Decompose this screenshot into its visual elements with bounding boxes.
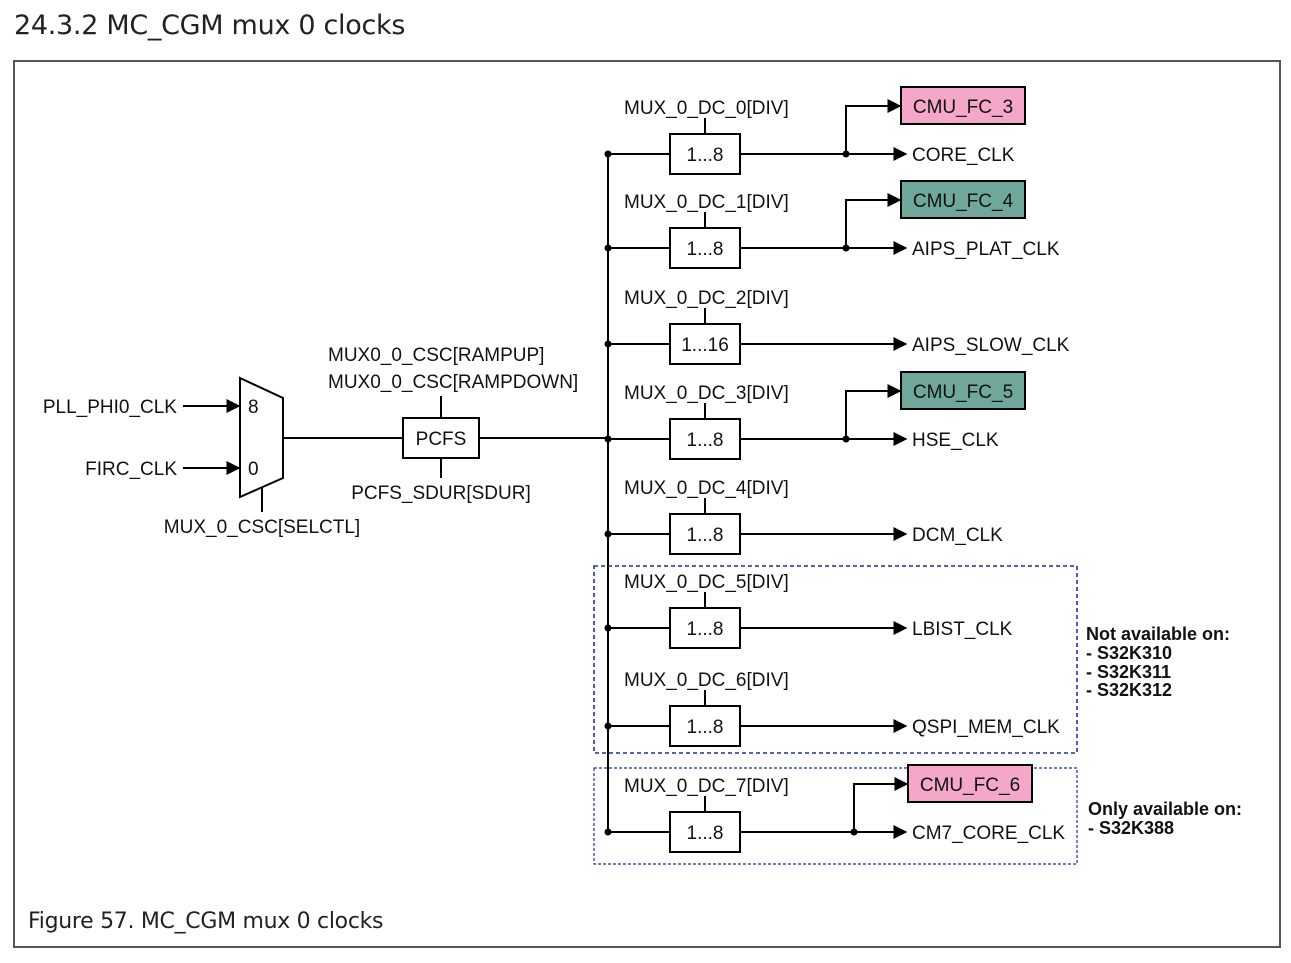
- divider-control-label: MUX_0_DC_2[DIV]: [624, 288, 789, 309]
- divider-range: 1...8: [687, 619, 724, 640]
- note-line: - S32K310: [1086, 643, 1172, 663]
- divider-row: 1...8 MUX_0_DC_7[DIV] CM7_CORE_CLK CMU_FC_6: [604, 764, 1065, 853]
- mux-input-label: FIRC_CLK: [85, 459, 177, 480]
- output-clock-label: HSE_CLK: [912, 430, 999, 451]
- region-only-available: [593, 767, 1078, 865]
- pcfs-sdur-label: PCFS_SDUR[SDUR]: [351, 483, 530, 504]
- divider-range: 1...8: [687, 525, 724, 546]
- divider-range: 1...16: [681, 335, 729, 356]
- figure-caption: Figure 57. MC_CGM mux 0 clocks: [28, 909, 384, 934]
- note-line: Only available on:: [1088, 799, 1242, 819]
- note-line: - S32K311: [1086, 662, 1171, 682]
- divider-block: [669, 513, 741, 555]
- divider-range: 1...8: [687, 430, 724, 451]
- cmu-monitor-block: [900, 180, 1026, 219]
- mux-input-label: PLL_PHI0_CLK: [43, 397, 177, 418]
- mux-pin-label: 8: [248, 397, 259, 418]
- divider-control-label: MUX_0_DC_4[DIV]: [624, 478, 789, 499]
- divider-control-label: MUX_0_DC_7[DIV]: [624, 776, 789, 797]
- divider-row: 1...8 MUX_0_DC_0[DIV] CORE_CLK CMU_FC_3: [604, 86, 1026, 175]
- divider-range: 1...8: [687, 145, 724, 166]
- divider-block: [669, 133, 741, 175]
- output-clock-label: QSPI_MEM_CLK: [912, 717, 1060, 738]
- only-available-note: Only available on: - S32K388: [1088, 799, 1242, 838]
- output-clock-label: AIPS_PLAT_CLK: [912, 239, 1060, 260]
- cmu-monitor-label: CMU_FC_4: [913, 191, 1014, 212]
- divider-range: 1...8: [687, 823, 724, 844]
- divider-block: [669, 323, 741, 365]
- region-not-available: [593, 565, 1078, 754]
- output-clock-label: CORE_CLK: [912, 145, 1015, 166]
- divider-range: 1...8: [687, 239, 724, 260]
- divider-row: 1...8 MUX_0_DC_5[DIV] LBIST_CLK: [604, 572, 1013, 649]
- divider-control-label: MUX_0_DC_5[DIV]: [624, 572, 789, 593]
- pcfs-rampdown-label: MUX0_0_CSC[RAMPDOWN]: [328, 372, 578, 393]
- mux-select-label: MUX_0_CSC[SELCTL]: [164, 517, 360, 538]
- pcfs-label: PCFS: [416, 429, 467, 450]
- divider-row: 1...8 MUX_0_DC_1[DIV] AIPS_PLAT_CLK CMU_FC_…: [604, 180, 1060, 269]
- output-clock-label: AIPS_SLOW_CLK: [912, 335, 1070, 356]
- output-clock-label: DCM_CLK: [912, 525, 1003, 546]
- section-title: 24.3.2 MC_CGM mux 0 clocks: [14, 10, 406, 41]
- pcfs-rampup-label: MUX0_0_CSC[RAMPUP]: [328, 345, 544, 366]
- divider-row: 1...8 MUX_0_DC_6[DIV] QSPI_MEM_CLK: [604, 670, 1060, 747]
- cmu-monitor-label: CMU_FC_5: [913, 382, 1013, 403]
- divider-block: [669, 705, 741, 747]
- divider-row: 1...8 MUX_0_DC_3[DIV] HSE_CLK CMU_FC_5: [604, 371, 1026, 460]
- divider-range: 1...8: [687, 717, 724, 738]
- note-line: - S32K312: [1086, 680, 1172, 700]
- divider-control-label: MUX_0_DC_3[DIV]: [624, 383, 789, 404]
- cmu-monitor-block: [900, 86, 1026, 125]
- cmu-monitor-label: CMU_FC_3: [913, 97, 1013, 118]
- cmu-monitor-block: [907, 764, 1033, 803]
- figure-frame: [13, 60, 1281, 948]
- note-line: Not available on:: [1086, 624, 1230, 644]
- note-line: - S32K388: [1088, 818, 1174, 838]
- mux-pin-label: 0: [248, 459, 259, 480]
- not-available-note: Not available on: - S32K310 - S32K311 - …: [1086, 624, 1230, 700]
- divider-control-label: MUX_0_DC_0[DIV]: [624, 98, 789, 119]
- output-clock-label: LBIST_CLK: [912, 619, 1013, 640]
- divider-control-label: MUX_0_DC_6[DIV]: [624, 670, 789, 691]
- cmu-monitor-label: CMU_FC_6: [920, 775, 1020, 796]
- output-clock-label: CM7_CORE_CLK: [912, 823, 1065, 844]
- cmu-monitor-block: [900, 371, 1026, 410]
- divider-row: 1...16 MUX_0_DC_2[DIV] AIPS_SLOW_CLK: [604, 288, 1070, 365]
- divider-control-label: MUX_0_DC_1[DIV]: [624, 192, 789, 213]
- divider-row: 1...8 MUX_0_DC_4[DIV] DCM_CLK: [604, 478, 1003, 555]
- clock-mux: [239, 376, 284, 499]
